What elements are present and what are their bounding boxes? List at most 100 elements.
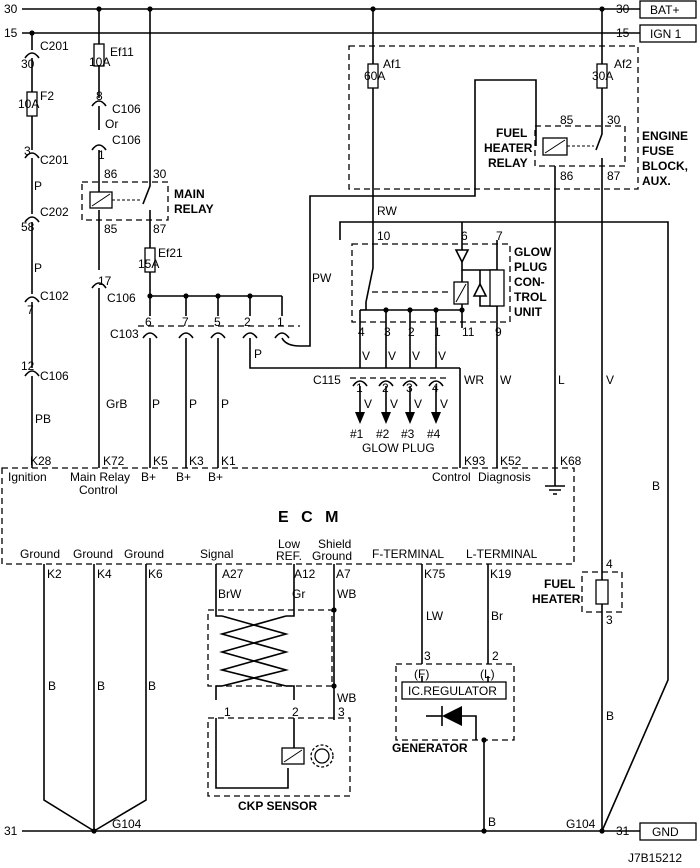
power-rails: 30 15 31 30 15 31 BAT+ IGN 1 GND: [4, 0, 697, 841]
af1-label: Af1: [383, 57, 401, 71]
ecm-label-bplus-3: B+: [208, 470, 223, 484]
glow-out-pin-3: 3: [384, 325, 391, 339]
generator: LW Br 3 2 (F) (L) IC.REGULATOR GENERATOR…: [392, 564, 515, 831]
fuel-heater-label-2: HEATER: [532, 592, 581, 606]
ign-label-box: [639, 24, 697, 43]
fh-relay-label-3: RELAY: [488, 156, 528, 170]
c115-upper-wire-1: V: [362, 349, 370, 363]
main-relay-label-1: MAIN: [174, 187, 205, 201]
ecm-pin-k2: K2: [47, 567, 62, 581]
ecm-pin-k72: K72: [103, 454, 125, 468]
c106-a-label: C106: [112, 102, 141, 116]
ecm-pin-k1: K1: [221, 454, 236, 468]
fuel-heater-relay-box: [534, 125, 626, 167]
c201-b-label: C201: [40, 153, 69, 167]
gen-pin-2: 2: [492, 649, 499, 663]
ef11-main-relay-column: Ef11 10A 8 C106 Or C106 1 86 30 85 87 MA…: [81, 9, 214, 468]
ecm-pin-k19: K19: [490, 567, 512, 581]
bat-label-box: [639, 0, 697, 19]
c106-b-label: C106: [112, 133, 141, 147]
gen-wire-lw: LW: [426, 609, 444, 623]
af1-rating: 60A: [364, 69, 385, 83]
c106-main-label: C106: [107, 291, 136, 305]
c103-wire-p-2: P: [189, 397, 197, 411]
glow-unit-box: [351, 243, 511, 323]
bat-rail-number: 30: [4, 2, 18, 16]
glow-plug-4: #4: [427, 427, 441, 441]
ecm-label-main-relay-1: Main Relay: [70, 470, 130, 484]
wire-pb: PB: [35, 412, 51, 426]
fuel-heater-pin-4: 4: [606, 557, 613, 571]
ecm-label-ignition: Ignition: [8, 470, 47, 484]
ecm-pin-k75: K75: [424, 567, 446, 581]
wire-or: Or: [105, 117, 118, 131]
ecm-label-shield-1: Shield: [318, 537, 351, 551]
fh-relay-pin-86: 86: [560, 169, 574, 183]
bat-rail-number-right: 30: [616, 2, 630, 16]
ef11-fuse-label: Ef11: [110, 45, 134, 59]
generator-label: GENERATOR: [392, 741, 468, 755]
glow-unit-label-5: UNIT: [514, 305, 543, 319]
g104-left: G104: [112, 817, 142, 831]
relay-pin-30: 30: [153, 167, 167, 181]
glow-unit-label-1: GLOW: [514, 245, 552, 259]
main-relay-box: [81, 181, 169, 221]
ecm-pin-k5: K5: [153, 454, 168, 468]
ecm-label-ground-3: Ground: [124, 547, 164, 561]
af2-rating: 30A: [592, 69, 613, 83]
c106-a-pin: 8: [96, 89, 103, 103]
ckp-wire-brw: BrW: [218, 587, 242, 601]
ckp-pin-2: 2: [292, 705, 299, 719]
c115-upper-wire-2: V: [388, 349, 396, 363]
wire-l: L: [558, 373, 565, 387]
gen-wire-br: Br: [491, 609, 503, 623]
c115-lower-wire-2: V: [390, 397, 398, 411]
glow-out-pin-1: 1: [434, 325, 441, 339]
ecm-label-low-ref-1: Low: [278, 537, 300, 551]
glow-plug-2: #2: [376, 427, 390, 441]
c115-lower-pin-4: 4: [432, 381, 439, 395]
wire-w: W: [500, 373, 512, 387]
ground-wire-b-3: B: [148, 679, 156, 693]
c115-glow-plugs: 4 3 2 1 V V V V C115 1 2 3 4 V V V V #1 …: [313, 309, 660, 493]
gen-pin-3: 3: [424, 649, 431, 663]
ecm-pin-k52: K52: [500, 454, 522, 468]
glow-pin-10: 10: [377, 229, 391, 243]
wire-b-right: B: [652, 479, 660, 493]
c115-upper-wire-3: V: [412, 349, 420, 363]
ign-rail-number: 15: [4, 26, 18, 40]
glow-out-pin-4: 4: [358, 325, 365, 339]
wire-p1: P: [34, 179, 42, 193]
ecm-pin-k28: K28: [30, 454, 52, 468]
ef11-rating: 10A: [89, 55, 110, 69]
engine-fuse-block: Af1 60A Af2 30A ENGINE FUSE BLOCK, AUX. …: [348, 9, 688, 570]
c115-lower-wire-4: V: [440, 397, 448, 411]
c106-b-pin: 1: [98, 148, 105, 162]
ef21-fuse-label: Ef21: [158, 246, 183, 260]
glow-pin-7: 7: [496, 229, 503, 243]
ckp-sensor-label: CKP SENSOR: [238, 799, 317, 813]
gnd-rail-number: 31: [4, 824, 18, 838]
engine-fuse-label-2: FUSE: [642, 144, 674, 158]
wire-v: V: [606, 373, 614, 387]
ckp-sensor: BrW Gr WB WB 1 2 3 CKP SENSOR: [207, 564, 356, 813]
ecm-label-low-ref-2: REF.: [276, 549, 302, 563]
c103-wire-pw: PW: [312, 271, 332, 285]
ecm-label-bplus-2: B+: [176, 470, 191, 484]
gen-pin-f: (F): [414, 667, 429, 681]
glow-pin-11: 11: [462, 325, 475, 339]
relay-pin-86: 86: [104, 167, 118, 181]
c115-label: C115: [313, 373, 341, 387]
c103-wire-p-3: P: [221, 397, 229, 411]
c115-lower-wire-3: V: [414, 397, 422, 411]
ckp-wire-wb-2: WB: [337, 691, 356, 705]
fh-relay-label-1: FUEL: [496, 126, 527, 140]
ecm-label-main-relay-2: Control: [79, 483, 118, 497]
main-relay-label-2: RELAY: [174, 202, 214, 216]
fuse-f2-rating: 10A: [18, 97, 39, 111]
c201-a-label: C201: [40, 39, 69, 53]
ecm-label-ground-1: Ground: [20, 547, 60, 561]
glow-unit-label-3: CON-: [514, 275, 545, 289]
ecm-grounds: B B B G104 G104: [43, 564, 596, 832]
gen-ground-wire-b: B: [488, 815, 496, 829]
